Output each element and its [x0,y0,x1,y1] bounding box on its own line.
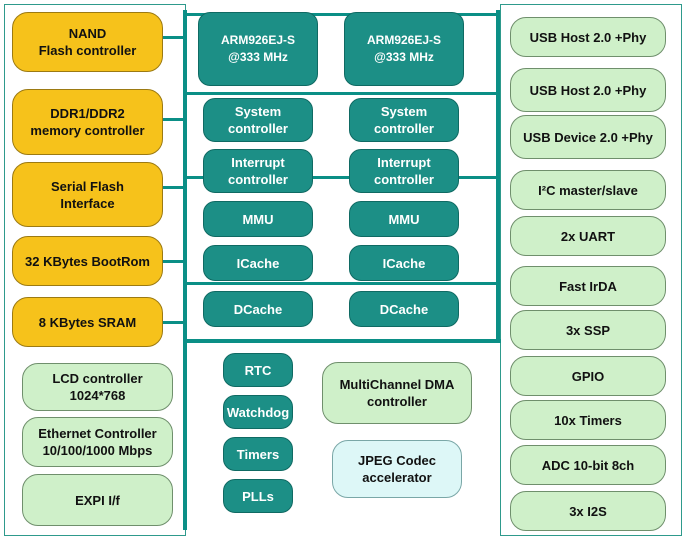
left-stub-1 [163,36,185,39]
cpu1-dcache: DCache [203,291,313,327]
i2s: 3x I2S [510,491,666,531]
rtc: RTC [223,353,293,387]
serial-flash-interface: Serial Flash Interface [12,162,163,227]
gpio: GPIO [510,356,666,396]
bus-horizontal-top [187,13,500,16]
cpu2-interrupt-controller: Interrupt controller [349,149,459,193]
lcd-controller: LCD controller 1024*768 [22,363,173,411]
sram: 8 KBytes SRAM [12,297,163,347]
cpu1-interrupt-controller: Interrupt controller [203,149,313,193]
ethernet-controller: Ethernet Controller 10/100/1000 Mbps [22,417,173,467]
bus-horizontal-mid [187,282,500,285]
usb-host-2: USB Host 2.0 +Phy [510,68,666,112]
10x-timers: 10x Timers [510,400,666,440]
left-stub-4 [163,260,185,263]
ssp: 3x SSP [510,310,666,350]
watchdog: Watchdog [223,395,293,429]
cpu1-mmu: MMU [203,201,313,237]
plls: PLLs [223,479,293,513]
cpu2-icache: ICache [349,245,459,281]
left-stub-2 [163,118,185,121]
expi-interface: EXPI I/f [22,474,173,526]
nand-flash-controller: NAND Flash controller [12,12,163,72]
timers: Timers [223,437,293,471]
left-stub-3 [163,186,185,189]
bus-horizontal-upper [187,92,500,95]
fast-irda: Fast IrDA [510,266,666,306]
cpu2-dcache: DCache [349,291,459,327]
cpu1-title: ARM926EJ-S @333 MHz [198,12,318,86]
left-stub-5 [163,321,185,324]
uart: 2x UART [510,216,666,256]
ddr-memory-controller: DDR1/DDR2 memory controller [12,89,163,155]
usb-host-1: USB Host 2.0 +Phy [510,17,666,57]
i2c-master-slave: I²C master/slave [510,170,666,210]
adc-10bit-8ch: ADC 10-bit 8ch [510,445,666,485]
multichannel-dma-controller: MultiChannel DMA controller [322,362,472,424]
bus-horizontal-cpu [187,176,500,179]
bus-horizontal-main [183,339,501,343]
usb-device: USB Device 2.0 +Phy [510,115,666,159]
bootrom: 32 KBytes BootRom [12,236,163,286]
jpeg-codec-accelerator: JPEG Codec accelerator [332,440,462,498]
cpu2-system-controller: System controller [349,98,459,142]
cpu1-system-controller: System controller [203,98,313,142]
cpu1-icache: ICache [203,245,313,281]
cpu2-mmu: MMU [349,201,459,237]
cpu2-title: ARM926EJ-S @333 MHz [344,12,464,86]
bus-vertical-main [183,10,187,530]
